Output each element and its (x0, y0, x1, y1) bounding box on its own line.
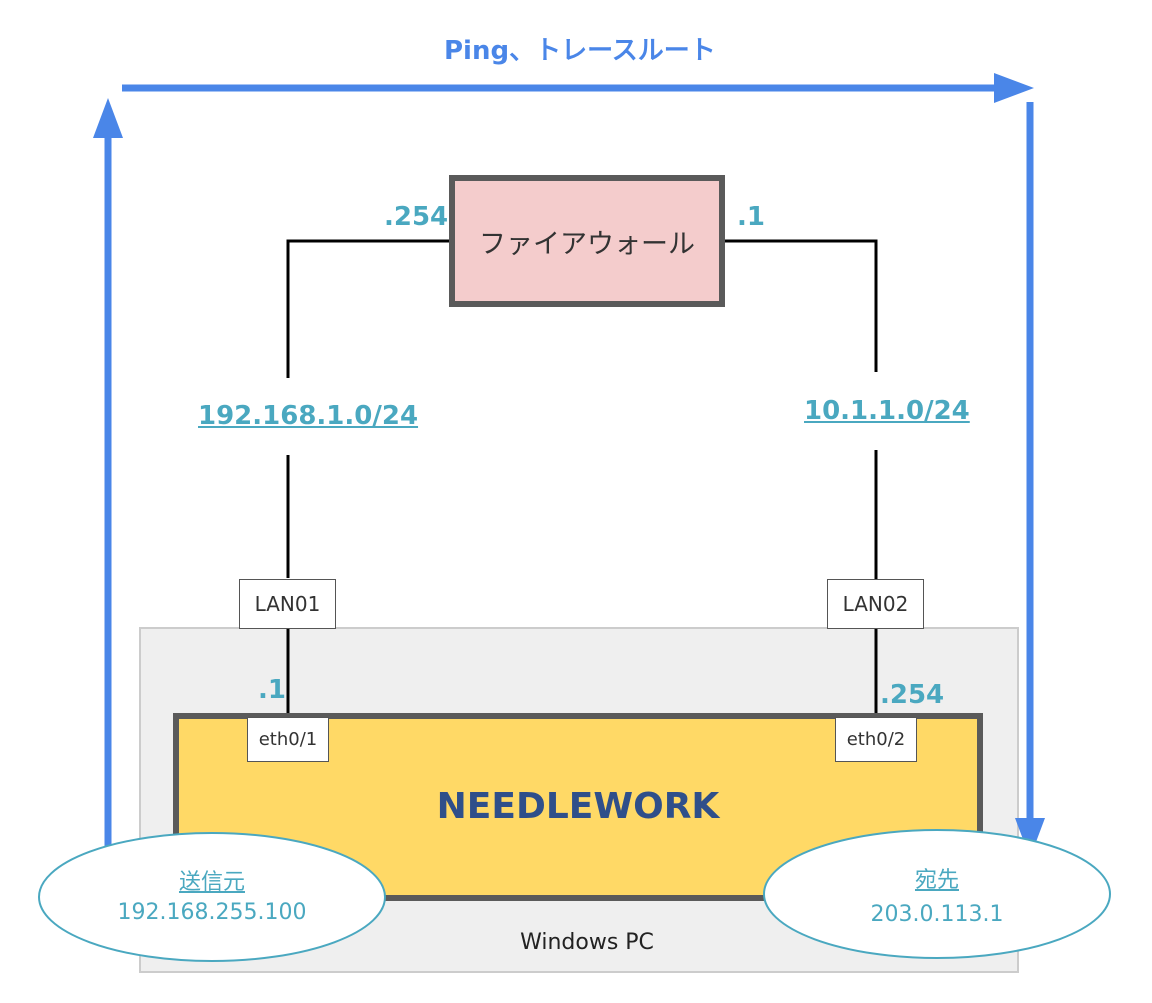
destination-title: 宛先 (914, 868, 959, 893)
link-fw-right-upper (724, 239, 878, 372)
link-fw-left-upper (286, 239, 450, 378)
firewall-right-ip: .1 (737, 202, 765, 232)
firewall-box (449, 175, 725, 307)
network-right: 10.1.1.0/24 (804, 396, 970, 426)
destination-ip: 203.0.113.1 (870, 902, 1004, 927)
flow-arrow (93, 73, 1045, 862)
source-title: 送信元 (178, 870, 245, 895)
arrow-right-head (994, 73, 1034, 103)
source-ip: 192.168.255.100 (117, 900, 307, 925)
lan01-port: LAN01 (239, 579, 336, 629)
lan02-port: LAN02 (827, 579, 924, 629)
eth01-port: eth0/1 (247, 717, 329, 762)
destination-ellipse (763, 829, 1111, 959)
eth02-port: eth0/2 (835, 717, 917, 762)
host-label: Windows PC (520, 930, 654, 955)
flow-label: Ping、トレースルート (444, 36, 716, 66)
device-left-ip: .1 (258, 675, 286, 705)
firewall-label: ファイアウォール (479, 229, 695, 260)
arrow-down-head (1015, 818, 1045, 858)
arrow-up-head (93, 98, 123, 138)
source-ellipse (38, 832, 386, 962)
network-left: 192.168.1.0/24 (198, 401, 419, 431)
firewall-left-ip: .254 (384, 202, 449, 232)
device-name: NEEDLEWORK (436, 786, 720, 827)
device-right-ip: .254 (880, 680, 945, 710)
